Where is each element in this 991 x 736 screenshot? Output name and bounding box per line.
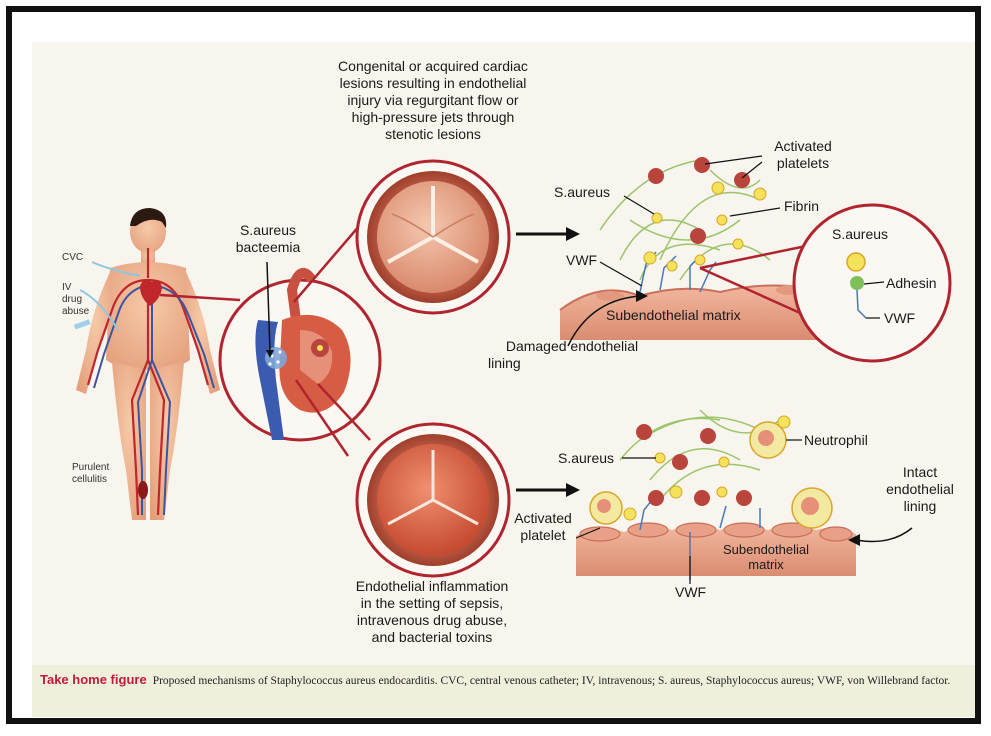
cvc-label: CVC xyxy=(62,252,83,264)
caption-text: Proposed mechanisms of Staphylococcus au… xyxy=(153,675,951,687)
figure-caption: Take home figure Proposed mechanisms of S… xyxy=(40,672,970,689)
subendothelial-top-label: Subendothelial matrix xyxy=(606,307,741,324)
vwf-zoom-label: VWF xyxy=(884,310,915,327)
vwf-top-label: VWF xyxy=(566,252,597,269)
valve-bottom xyxy=(357,424,509,576)
s-aureus-bottom-label: S.aureus xyxy=(558,450,614,467)
heart-circle xyxy=(220,273,380,440)
s-aureus-top-label: S.aureus xyxy=(554,184,610,201)
caption-title: Take home figure xyxy=(40,672,147,687)
neutrophil-label: Neutrophil xyxy=(804,432,868,449)
arrow-bottom xyxy=(516,483,580,497)
valve-top xyxy=(357,161,509,313)
s-aureus-zoom-label: S.aureus xyxy=(832,226,888,243)
arrow-top xyxy=(516,227,580,241)
fibrin-label: Fibrin xyxy=(784,198,819,215)
vwf-bottom-label: VWF xyxy=(675,584,706,601)
adhesin-label: Adhesin xyxy=(886,275,937,292)
